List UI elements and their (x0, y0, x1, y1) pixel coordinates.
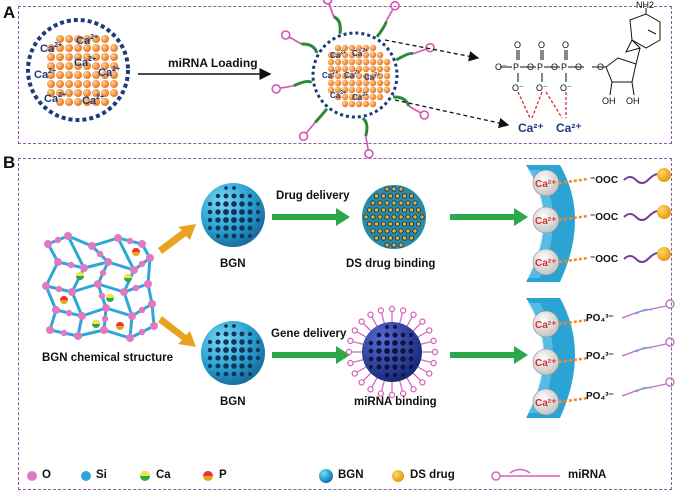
legend-o-marker (27, 471, 37, 481)
legend (27, 468, 560, 483)
bgn-sphere-top (201, 183, 265, 247)
gene-delivery-label: Gene delivery (271, 328, 347, 340)
ca-ion-label: Ca2+ (330, 50, 346, 60)
bgn-label-bottom: BGN (220, 396, 246, 408)
ca-ion-label: Ca2+ (40, 42, 62, 55)
svg-text:P: P (537, 62, 543, 72)
ca-ion-label: Ca2+ (34, 68, 56, 81)
legend-si-label: Si (96, 469, 107, 481)
ca-ion-label: Ca2+ (344, 70, 360, 80)
svg-text:O⁻: O⁻ (495, 62, 507, 72)
panel-b-label: B (3, 153, 16, 172)
ca-ion: Ca²⁺ (535, 258, 556, 269)
ca-ion: Ca²⁺ (535, 179, 556, 190)
phosphate-label: PO₄³⁻ (586, 313, 614, 324)
svg-text:O: O (551, 62, 558, 72)
legend-si-marker (81, 471, 91, 481)
ca-ion-label-2: Ca²⁺ (556, 121, 582, 135)
legend-o-label: O (42, 469, 51, 481)
bgn-sphere-bottom (201, 321, 265, 385)
ca-ion-label: Ca2+ (352, 48, 368, 58)
legend-ds-drug-marker (392, 470, 404, 482)
ca-nanoparticle-left: Ca2+Ca2+Ca2+Ca2+Ca2+Ca2+Ca2+ (26, 18, 130, 122)
carboxyl-label: ⁻OOC (590, 212, 618, 223)
bgn-chemical-structure (42, 232, 158, 342)
legend-ca-marker (140, 471, 150, 481)
ca-ion: Ca²⁺ (535, 320, 556, 331)
ca-coordination-lines (517, 91, 567, 119)
green-arrows (272, 208, 528, 364)
svg-text:OH: OH (626, 96, 640, 106)
svg-text:P: P (561, 62, 567, 72)
ca-ion: Ca²⁺ (535, 358, 556, 369)
ca-ion-label: Ca2+ (352, 92, 368, 102)
svg-text:O: O (562, 40, 569, 50)
legend-bgn-label: BGN (338, 469, 364, 481)
svg-text:NH2: NH2 (636, 0, 654, 10)
svg-text:O: O (538, 40, 545, 50)
mirna-loading-label: miRNA Loading (168, 56, 258, 70)
legend-ds-drug-label: DS drug (410, 469, 455, 481)
ca-ion-label-1: Ca²⁺ (518, 121, 544, 135)
binding-arrows (384, 39, 510, 129)
legend-mirna-marker (491, 468, 560, 481)
svg-text:O: O (527, 62, 534, 72)
ca-ion-label: Ca2+ (322, 70, 338, 80)
svg-text:O: O (597, 62, 604, 72)
mirna-binding-label: miRNA binding (354, 396, 437, 408)
mirna-binding-sphere (345, 305, 439, 399)
legend-p-marker (203, 471, 213, 481)
carboxyl-label: ⁻OOC (590, 254, 618, 265)
ca-ion: Ca²⁺ (535, 216, 556, 227)
ca-ion-label: Ca2+ (82, 94, 104, 107)
gold-arrows (158, 224, 196, 347)
legend-mirna-label: miRNA (568, 469, 607, 481)
phosphate-label: PO₄³⁻ (586, 391, 614, 402)
phosphate-label: PO₄³⁻ (586, 351, 614, 362)
svg-text:P: P (513, 62, 519, 72)
drug-delivery-label: Drug delivery (276, 190, 350, 202)
svg-text:O⁻: O⁻ (536, 83, 548, 93)
ca-ion-label: Ca2+ (330, 90, 346, 100)
svg-text:O⁻: O⁻ (512, 83, 524, 93)
legend-bgn-marker (319, 469, 333, 483)
ds-drug-binding-label: DS drug binding (346, 258, 436, 270)
svg-text:OH: OH (602, 96, 616, 106)
svg-text:O⁻: O⁻ (560, 83, 572, 93)
bgn-label-top: BGN (220, 258, 246, 270)
svg-text:O: O (514, 40, 521, 50)
bgn-structure-label: BGN chemical structure (42, 352, 174, 364)
phosphate-chain-structure: O⁻ P P P O O O O O O O O⁻ O⁻ O⁻ OH OH NH… (495, 0, 661, 106)
mirna-loaded-particle: Ca2+ Ca2+ Ca2+ Ca2+ Ca2+ Ca2+ Ca2+ (271, 0, 435, 159)
carboxyl-label: ⁻OOC (590, 175, 618, 186)
ca-ion-label: Ca2+ (364, 72, 380, 82)
legend-p-label: P (219, 469, 227, 481)
panel-a-label: A (3, 3, 16, 22)
svg-text:O: O (575, 62, 582, 72)
panel-b (18, 158, 672, 490)
panel-a (18, 6, 672, 144)
ds-drug-binding-sphere (362, 185, 426, 249)
ca-ion: Ca²⁺ (535, 398, 556, 409)
legend-ca-label: Ca (156, 469, 171, 481)
